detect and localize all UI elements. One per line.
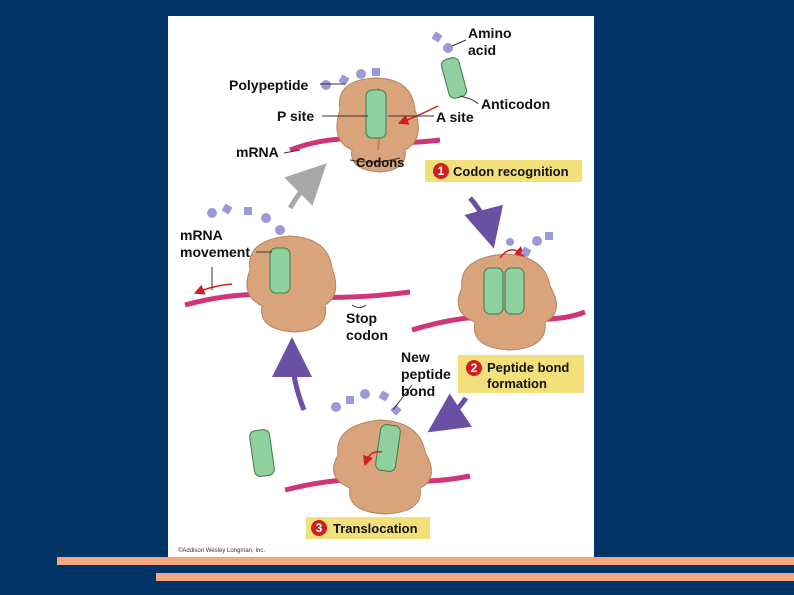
accent-bar-bottom bbox=[156, 573, 794, 581]
cycle-arrow-2-to-3 bbox=[427, 393, 472, 433]
incoming-trna bbox=[431, 31, 468, 99]
new-peptide-bond-label-2: peptide bbox=[401, 366, 451, 382]
polypeptide-chain bbox=[506, 232, 553, 258]
mrna-movement-label-2: movement bbox=[180, 244, 250, 260]
trna-p-site bbox=[365, 89, 387, 139]
new-peptide-bond-label-3: bond bbox=[401, 383, 435, 399]
polypeptide-label: Polypeptide bbox=[229, 77, 309, 93]
step-1-label: Codon recognition bbox=[453, 164, 569, 179]
step-2-label-2: formation bbox=[487, 376, 547, 391]
step-3-box: 3 Translocation bbox=[306, 517, 430, 539]
p-site-label: P site bbox=[277, 108, 314, 124]
trna-a-site bbox=[504, 267, 525, 315]
stop-codon-label: Stop bbox=[346, 310, 377, 326]
copyright-text: ©Addison Wesley Longman, Inc. bbox=[178, 547, 265, 554]
polypeptide-chain bbox=[331, 389, 402, 416]
step-1-box: 1 Codon recognition bbox=[425, 160, 582, 182]
incoming-arrow bbox=[397, 105, 439, 125]
amino-acid-label: Amino bbox=[468, 25, 512, 41]
step-2-label: Peptide bond bbox=[487, 360, 569, 375]
step-3-number: 3 bbox=[316, 521, 323, 535]
polypeptide-chain bbox=[321, 68, 380, 90]
step-2-number: 2 bbox=[471, 361, 478, 375]
step-3-label: Translocation bbox=[333, 521, 418, 536]
cycle-arrow-3-to-left bbox=[272, 337, 313, 411]
accent-bar-top bbox=[57, 557, 794, 565]
polypeptide-chain bbox=[207, 203, 285, 235]
complex-peptide-bond bbox=[411, 232, 586, 351]
a-site-label: A site bbox=[436, 109, 474, 125]
released-trna bbox=[249, 429, 275, 477]
complex-translocation bbox=[249, 389, 471, 515]
anticodon-label: Anticodon bbox=[481, 96, 550, 112]
complex-codon-recognition bbox=[289, 31, 468, 173]
mrna-movement-label: mRNA bbox=[180, 227, 223, 243]
trna bbox=[375, 424, 401, 472]
complex-mrna-movement bbox=[184, 203, 411, 333]
cycle-arrow-left-to-1 bbox=[284, 163, 327, 210]
step-2-box: 2 Peptide bond formation bbox=[458, 355, 584, 393]
codons-label: Codons bbox=[356, 155, 404, 170]
amino-acid-label-2: acid bbox=[468, 42, 496, 58]
stop-codon-label-2: codon bbox=[346, 327, 388, 343]
trna-p-site bbox=[483, 267, 504, 315]
step-1-number: 1 bbox=[438, 164, 445, 178]
new-peptide-bond-label: New bbox=[401, 349, 430, 365]
ribosome bbox=[246, 235, 337, 333]
cycle-arrow-1-to-2 bbox=[464, 196, 503, 249]
mrna-movement-arrow bbox=[193, 283, 233, 295]
mrna-label: mRNA bbox=[236, 144, 279, 160]
trna bbox=[269, 247, 291, 294]
